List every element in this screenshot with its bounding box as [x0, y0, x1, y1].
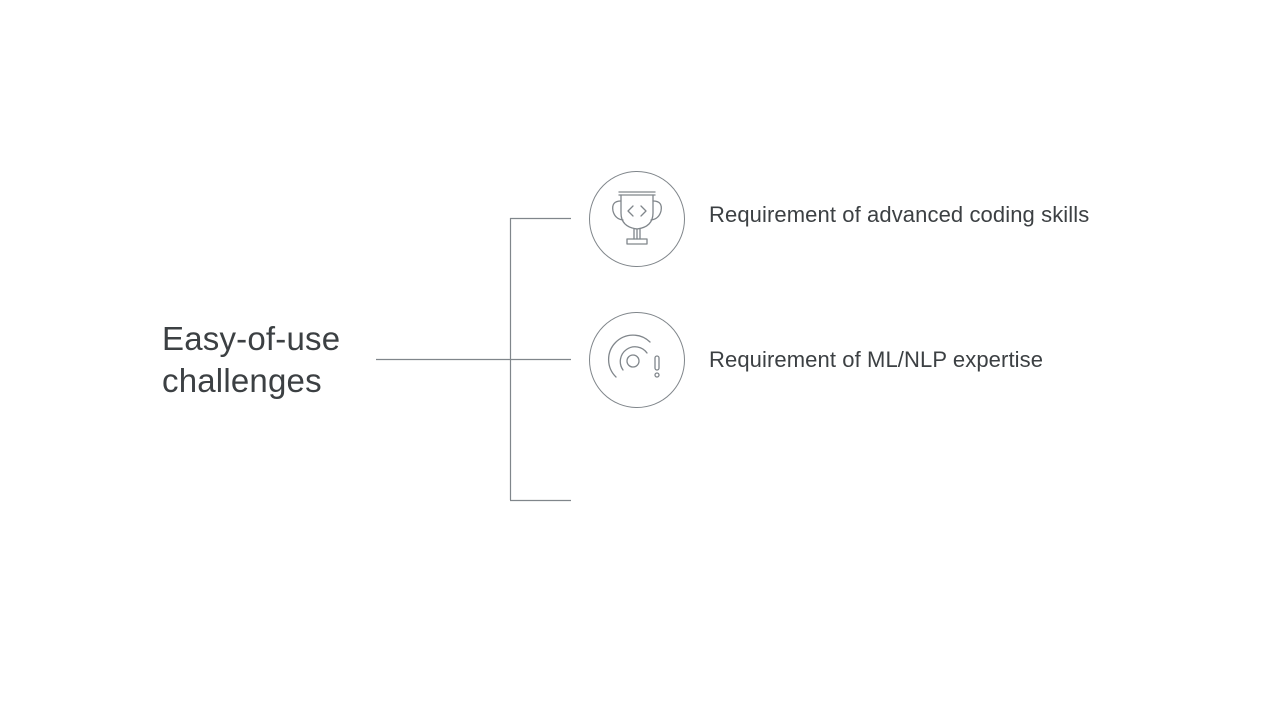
diagram-title-line-1: Easy-of-use [162, 320, 341, 357]
item-1-icon-circle [589, 171, 685, 267]
item-2-icon-circle [589, 312, 685, 408]
diagram-title: Easy-of-use challenges [162, 318, 340, 402]
radar-alert-icon [607, 334, 660, 378]
item-2-label: Requirement of ML/NLP expertise [709, 347, 1044, 372]
item-1-label: Requirement of advanced coding skills [709, 202, 1090, 227]
trophy-code-icon [612, 191, 662, 245]
diagram-title-line-2: challenges [162, 362, 322, 399]
